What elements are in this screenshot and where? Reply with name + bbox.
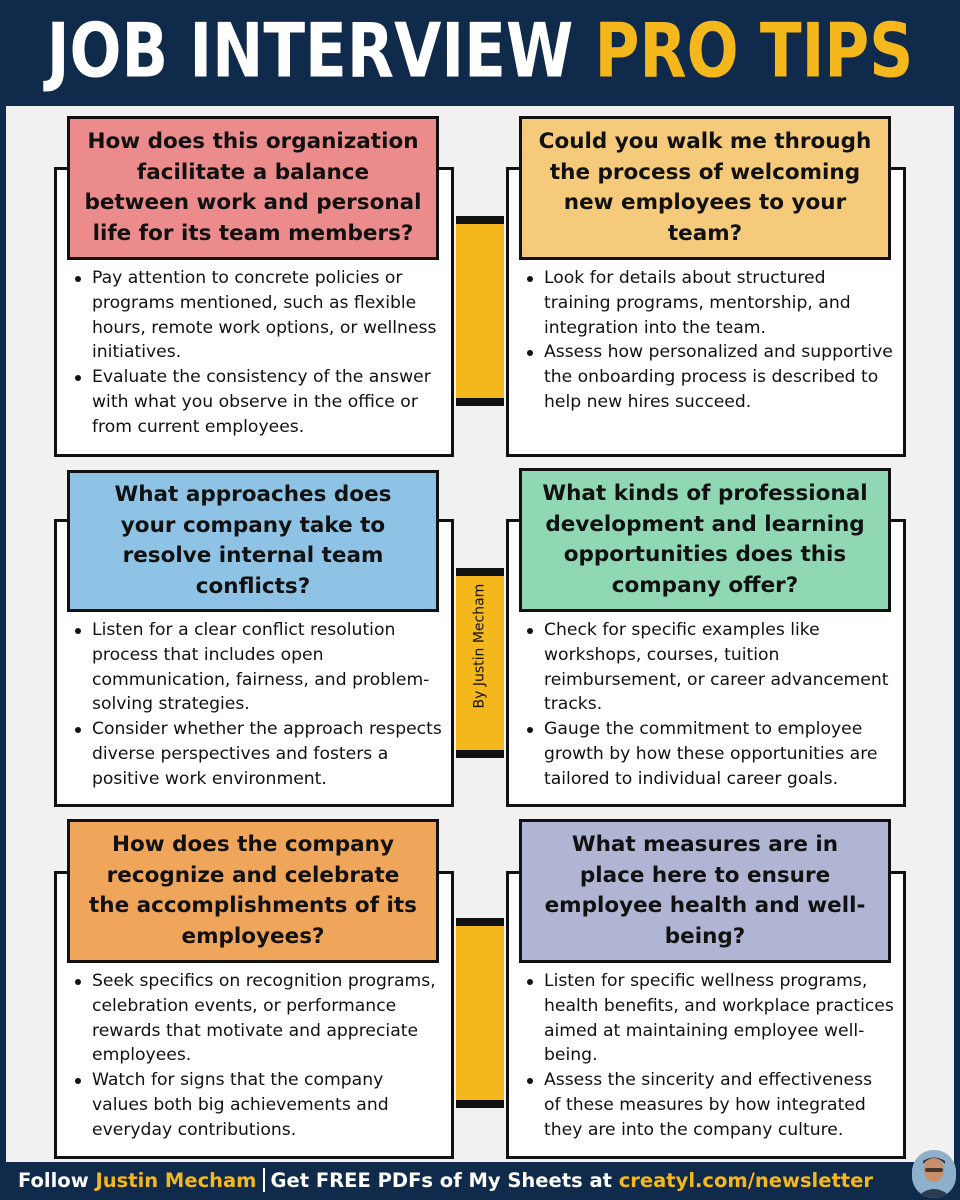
footer-divider	[262, 1167, 265, 1192]
title-accent: PRO TIPS	[594, 8, 914, 96]
tips-list: Listen for specific wellness programs, h…	[522, 969, 894, 1143]
question-box: Could you walk me through the process of…	[519, 116, 891, 260]
title-main: JOB INTERVIEW	[46, 8, 574, 96]
connector-bar-3	[456, 918, 504, 1108]
question-text: What approaches does your company take t…	[114, 482, 392, 599]
page-title: JOB INTERVIEW PRO TIPS	[0, 0, 960, 103]
question-text: What measures are in place here to ensur…	[544, 832, 866, 949]
question-box: What kinds of professional development a…	[519, 468, 891, 612]
footer-follow: Follow	[18, 1169, 89, 1192]
tips-list: Listen for a clear conflict resolution p…	[70, 618, 442, 792]
byline: By Justin Mecham	[471, 583, 488, 708]
tips-list: Check for specific examples like worksho…	[522, 618, 898, 792]
tips-list: Seek specifics on recognition programs, …	[70, 969, 442, 1143]
tips-list: Look for details about structured traini…	[522, 266, 894, 415]
question-text: Could you walk me through the process of…	[538, 129, 872, 246]
connector-bar-2: By Justin Mecham	[456, 568, 504, 758]
tip-item: Gauge the commitment to employee growth …	[522, 717, 898, 791]
question-box: What measures are in place here to ensur…	[519, 819, 891, 963]
tip-item: Assess the sincerity and effectiveness o…	[522, 1068, 894, 1142]
tip-item: Look for details about structured traini…	[522, 266, 894, 340]
tip-item: Assess how personalized and supportive t…	[522, 340, 894, 414]
tip-item: Seek specifics on recognition programs, …	[70, 969, 442, 1068]
tip-item: Consider whether the approach respects d…	[70, 717, 442, 791]
question-box: How does this organization facilitate a …	[67, 116, 439, 260]
question-text: How does this organization facilitate a …	[84, 129, 422, 246]
tip-item: Listen for a clear conflict resolution p…	[70, 618, 442, 717]
tip-item: Watch for signs that the company values …	[70, 1068, 442, 1142]
header: JOB INTERVIEW PRO TIPS	[0, 0, 960, 106]
question-box: What approaches does your company take t…	[67, 470, 439, 612]
tip-item: Check for specific examples like worksho…	[522, 618, 898, 717]
tips-list: Pay attention to concrete policies or pr…	[70, 266, 442, 440]
footer-cta: Get FREE PDFs of My Sheets at	[270, 1169, 612, 1192]
footer-text: Follow Justin Mecham Get FREE PDFs of My …	[18, 1162, 873, 1200]
footer-author-link[interactable]: Justin Mecham	[95, 1169, 257, 1192]
tip-item: Evaluate the consistency of the answer w…	[70, 365, 442, 439]
avatar-portrait-icon	[912, 1150, 956, 1198]
question-text: What kinds of professional development a…	[542, 481, 868, 598]
question-text: How does the company recognize and celeb…	[89, 832, 417, 949]
byline-container: By Justin Mecham	[456, 576, 504, 750]
newsletter-link[interactable]: creatyl.com/newsletter	[618, 1169, 873, 1192]
tip-item: Pay attention to concrete policies or pr…	[70, 266, 442, 365]
footer: Follow Justin Mecham Get FREE PDFs of My …	[0, 1162, 960, 1200]
avatar	[912, 1150, 956, 1198]
tip-item: Listen for specific wellness programs, h…	[522, 969, 894, 1068]
question-box: How does the company recognize and celeb…	[67, 819, 439, 963]
connector-bar-1	[456, 216, 504, 406]
